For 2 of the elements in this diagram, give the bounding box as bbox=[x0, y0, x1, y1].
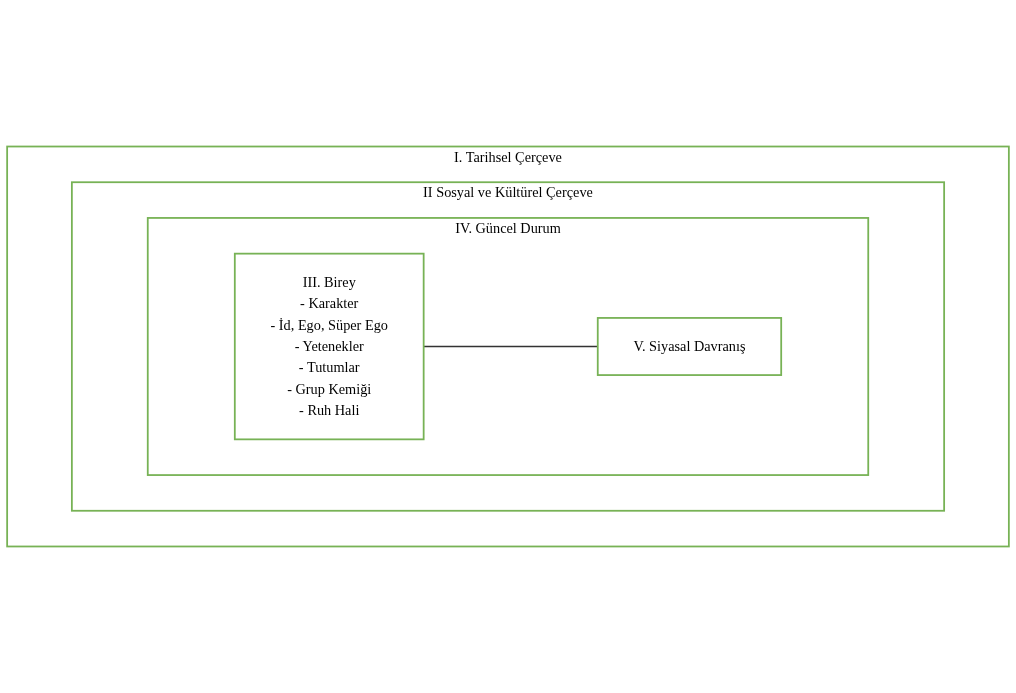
node-box: III. Birey - Karakter - İd, Ego, Süper Ego - Yetenekler - Tutumlar - Grup Kemiği - Ruh Hali bbox=[233, 252, 425, 441]
node-box: V. Siyasal Davranış bbox=[596, 317, 783, 376]
